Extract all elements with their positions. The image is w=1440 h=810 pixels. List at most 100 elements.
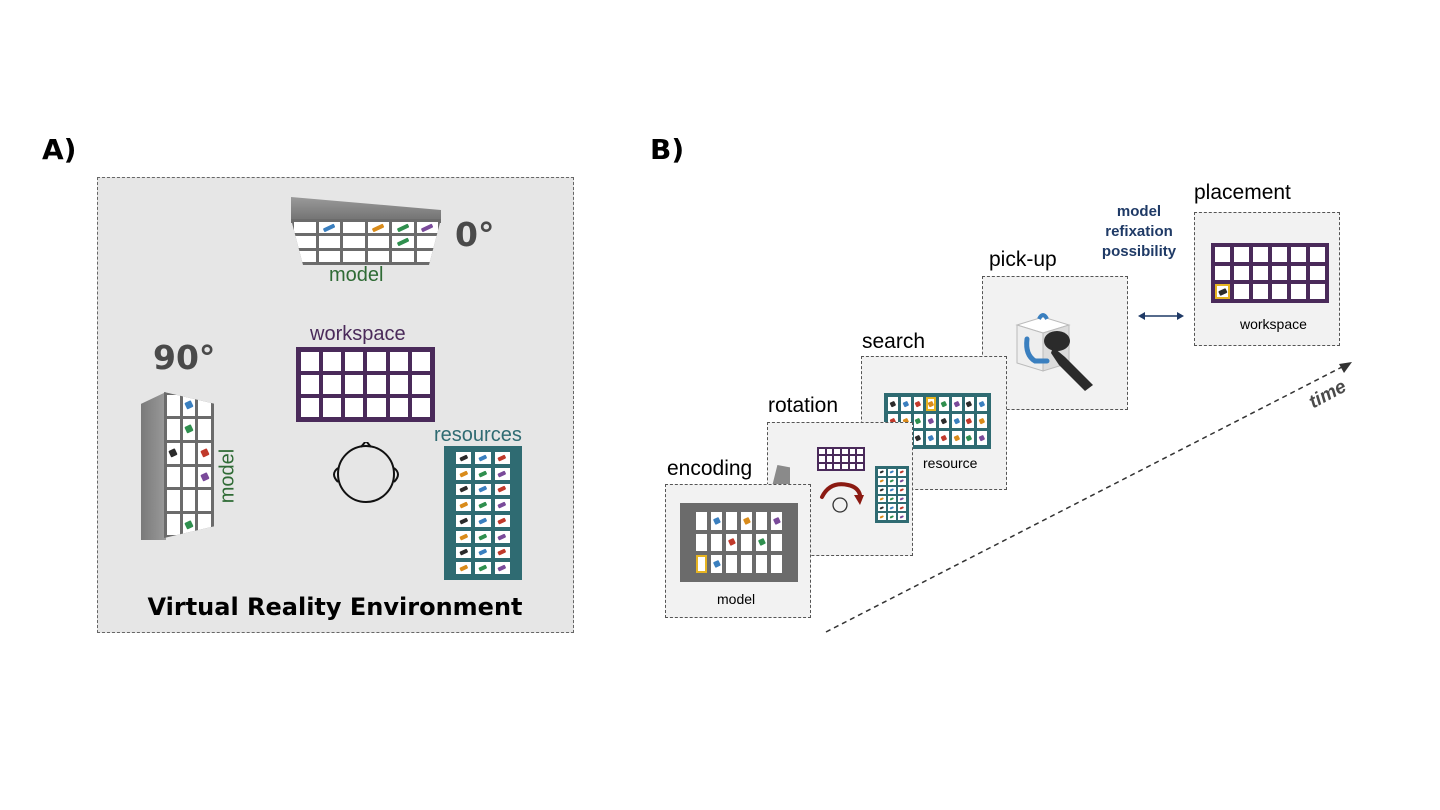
resource-cell bbox=[939, 397, 949, 411]
object-icon bbox=[965, 434, 973, 442]
model-cell bbox=[182, 514, 196, 535]
object-icon bbox=[478, 469, 488, 478]
resource-cell bbox=[898, 504, 906, 512]
object-icon bbox=[184, 424, 194, 435]
environment-title: Virtual Reality Environment bbox=[147, 593, 523, 621]
workspace-cell bbox=[1291, 265, 1306, 281]
model-cell bbox=[416, 236, 438, 248]
resource-cell bbox=[913, 414, 924, 428]
object-icon bbox=[458, 532, 469, 541]
object-icon bbox=[879, 479, 885, 484]
object-icon bbox=[478, 485, 488, 494]
workspace-cell bbox=[411, 398, 430, 417]
model-cell bbox=[167, 418, 180, 440]
resource-cell bbox=[494, 546, 510, 559]
model-cell bbox=[167, 490, 180, 512]
object-icon bbox=[772, 516, 781, 525]
head-icon bbox=[333, 442, 399, 503]
resource-cell bbox=[456, 515, 472, 527]
model-cell bbox=[182, 466, 196, 488]
object-icon bbox=[458, 469, 469, 478]
workspace-cell bbox=[1253, 284, 1268, 299]
resource-cell bbox=[898, 486, 906, 494]
workspace-cell bbox=[1215, 284, 1230, 299]
model-cell bbox=[182, 442, 196, 464]
object-icon bbox=[953, 400, 961, 408]
angle-side-label: 90° bbox=[153, 338, 216, 377]
workspace-cell bbox=[323, 398, 342, 417]
model-cell bbox=[318, 250, 340, 262]
model-cell bbox=[343, 236, 365, 248]
model-cell bbox=[318, 222, 340, 234]
resource-cell bbox=[878, 486, 886, 494]
workspace-cell bbox=[1215, 247, 1230, 262]
object-icon bbox=[879, 488, 885, 493]
resource-cell bbox=[888, 414, 898, 428]
resource-cell bbox=[494, 530, 510, 543]
object-icon bbox=[323, 223, 336, 232]
object-icon bbox=[927, 400, 935, 408]
object-icon bbox=[1217, 287, 1228, 296]
resource-cell bbox=[888, 469, 896, 476]
workspace-cell bbox=[841, 463, 848, 469]
placement-card: workspace bbox=[1194, 212, 1340, 346]
resource-cell bbox=[878, 469, 886, 476]
workspace-cell bbox=[841, 456, 848, 462]
model-cell bbox=[182, 418, 196, 440]
model-cell bbox=[416, 222, 438, 234]
model-cell bbox=[741, 555, 752, 573]
workspace-cell bbox=[367, 398, 386, 417]
placement-workspace-grid bbox=[1211, 243, 1329, 303]
object-icon bbox=[478, 517, 488, 525]
model-side-label: model bbox=[216, 448, 239, 504]
object-icon bbox=[978, 434, 986, 442]
resource-cell bbox=[878, 504, 886, 512]
object-icon bbox=[978, 400, 986, 408]
resource-cell bbox=[475, 530, 491, 543]
object-icon bbox=[879, 496, 885, 501]
workspace-cell bbox=[345, 352, 364, 371]
model-cell bbox=[167, 395, 180, 416]
object-icon bbox=[458, 564, 469, 572]
step-label-placement: placement bbox=[1194, 181, 1291, 204]
object-icon bbox=[396, 237, 409, 247]
workspace-cell bbox=[1272, 247, 1287, 262]
workspace-cell bbox=[345, 398, 364, 417]
model-cell bbox=[696, 533, 707, 552]
object-icon bbox=[497, 548, 507, 557]
model-cell bbox=[756, 512, 767, 530]
model-cell bbox=[294, 222, 316, 234]
resource-caption: resource bbox=[923, 455, 978, 471]
resource-cell bbox=[977, 397, 987, 411]
rotation-arrow-icon bbox=[820, 482, 864, 513]
object-icon bbox=[184, 519, 194, 530]
resource-cell bbox=[964, 414, 975, 428]
model-cell bbox=[392, 236, 414, 248]
object-icon bbox=[889, 514, 895, 519]
resource-cell bbox=[898, 495, 906, 503]
object-icon bbox=[458, 501, 469, 509]
workspace-cell bbox=[1215, 265, 1230, 281]
workspace-cell bbox=[1291, 247, 1306, 262]
resource-cell bbox=[878, 513, 886, 520]
resource-cell bbox=[888, 513, 896, 520]
workspace-cell bbox=[1291, 284, 1306, 299]
object-icon bbox=[914, 417, 922, 425]
resource-cell bbox=[888, 495, 896, 503]
model-cell bbox=[711, 512, 722, 530]
resource-cell bbox=[878, 477, 886, 485]
resource-cell bbox=[475, 452, 491, 464]
model-cell bbox=[167, 442, 180, 464]
workspace-cell bbox=[857, 463, 863, 469]
object-icon bbox=[372, 223, 385, 232]
object-icon bbox=[879, 470, 885, 475]
model-cell bbox=[741, 512, 752, 530]
resource-cell bbox=[898, 477, 906, 485]
workspace-cell bbox=[301, 398, 320, 417]
resource-cell bbox=[456, 452, 472, 464]
workspace-cell bbox=[1234, 247, 1249, 262]
workspace-cell bbox=[857, 449, 863, 455]
model-side-shadow bbox=[141, 392, 166, 540]
object-icon bbox=[899, 488, 905, 493]
